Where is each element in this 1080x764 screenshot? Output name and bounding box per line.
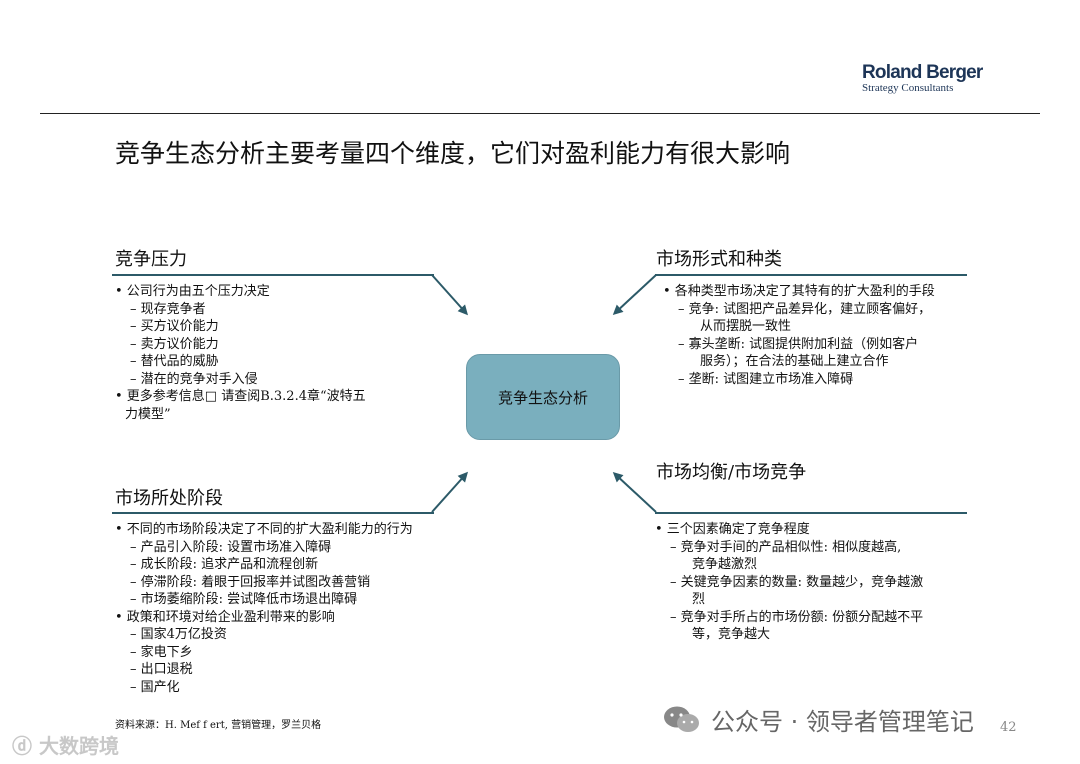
list-item: 服务）；在合法的基础上建立合作 (700, 354, 889, 369)
list-item: – 垄断: 试图建立市场准入障碍 (678, 371, 854, 387)
bottom-watermark: ⓓ 大数跨境 (12, 730, 119, 759)
divider-bottom-right (655, 512, 967, 514)
arrow-bottom-left (431, 471, 469, 513)
list-item: – 寡头垄断: 试图提供附加利益（例如客户 (678, 336, 919, 352)
list-item: • 不同的市场阶段决定了不同的扩大盈利能力的行为 (115, 522, 413, 537)
list-item: – 家电下乡 (130, 644, 193, 660)
list-item: – 卖方议价能力 (130, 336, 219, 352)
wechat-watermark: 公众号 · 领导者管理笔记 (663, 702, 974, 737)
page-title: 竞争生态分析主要考量四个维度，它们对盈利能力有很大影响 (115, 139, 791, 168)
center-label: 竞争生态分析 (497, 388, 588, 407)
heading-competition-pressure: 竞争压力 (115, 249, 187, 270)
arrow-top-right (612, 274, 657, 316)
heading-market-stage: 市场所处阶段 (115, 488, 223, 509)
list-item: 等，竞争越大 (692, 627, 771, 642)
list-item: • 各种类型市场决定了其特有的扩大盈利的手段 (663, 284, 935, 299)
list-item: – 停滞阶段: 着眼于回报率并试图改善营销 (130, 574, 371, 590)
list-item: • 三个因素确定了竞争程度 (655, 522, 810, 537)
center-box: 竞争生态分析 (466, 354, 620, 440)
list-item: 力模型” (125, 406, 171, 422)
divider-top-left (112, 274, 434, 276)
list-item: – 产品引入阶段: 设置市场准入障碍 (130, 539, 332, 555)
list-item: 烈 (692, 592, 706, 607)
list-item: • 更多参考信息□ 请查阅B.3.2.4章“波特五 (115, 389, 366, 404)
list-item: – 国家4万亿投资 (130, 627, 227, 642)
list-item: – 出口退税 (130, 662, 193, 677)
list-item: – 现存竞争者 (130, 301, 206, 317)
header-divider (40, 113, 1040, 114)
list-item: – 买方议价能力 (130, 319, 219, 334)
source-note: 资料来源：H. Mef f ert, 营销管理，罗兰贝格 (115, 720, 322, 731)
heading-market-equilibrium: 市场均衡/市场竞争 (656, 462, 807, 483)
heading-market-form: 市场形式和种类 (656, 249, 782, 270)
list-item: • 公司行为由五个压力决定 (115, 284, 270, 299)
bottom-watermark-text: 大数跨境 (38, 734, 119, 758)
bottom-watermark-icon: ⓓ (12, 734, 32, 758)
list-item: 竞争越激烈 (692, 557, 758, 572)
roland-berger-logo: Roland Berger Strategy Consultants (862, 62, 983, 94)
list-item: 从而摆脱一致性 (700, 319, 792, 334)
list-item: – 成长阶段: 追求产品和流程创新 (130, 557, 319, 572)
page-number: 42 (1000, 720, 1017, 735)
logo-main-text: Roland Berger (862, 62, 983, 83)
list-item: – 关键竞争因素的数量: 数量越少，竞争越激 (670, 574, 924, 590)
list-item: – 市场萎缩阶段: 尝试降低市场退出障碍 (130, 592, 358, 607)
list-item: – 竞争对手所占的市场份额: 份额分配越不平 (670, 609, 924, 625)
arrow-top-left (431, 274, 469, 316)
list-top-right: • 各种类型市场决定了其特有的扩大盈利的手段 – 竞争: 试图把产品差异化，建立… (663, 283, 935, 388)
list-item: – 国产化 (130, 679, 180, 695)
list-item: – 竞争: 试图把产品差异化，建立顾客偏好， (678, 301, 932, 317)
list-bottom-right: • 三个因素确定了竞争程度 – 竞争对手间的产品相似性: 相似度越高, 竞争越激… (655, 521, 923, 644)
divider-bottom-left (112, 512, 434, 514)
list-item: – 潜在的竞争对手入侵 (130, 371, 258, 387)
list-item: • 政策和环境对给企业盈利带来的影响 (115, 609, 335, 625)
wechat-icon (664, 706, 699, 732)
list-item: – 竞争对手间的产品相似性: 相似度越高, (670, 539, 902, 555)
wechat-text: 公众号 · 领导者管理笔记 (711, 708, 974, 736)
list-top-left: • 公司行为由五个压力决定 – 现存竞争者 – 买方议价能力 – 卖方议价能力 … (115, 283, 366, 423)
divider-top-right (655, 274, 967, 276)
list-item: – 替代品的威胁 (130, 354, 219, 369)
arrow-bottom-right (612, 471, 657, 513)
list-bottom-left: • 不同的市场阶段决定了不同的扩大盈利能力的行为 – 产品引入阶段: 设置市场准… (115, 521, 413, 696)
logo-sub-text: Strategy Consultants (862, 82, 954, 94)
